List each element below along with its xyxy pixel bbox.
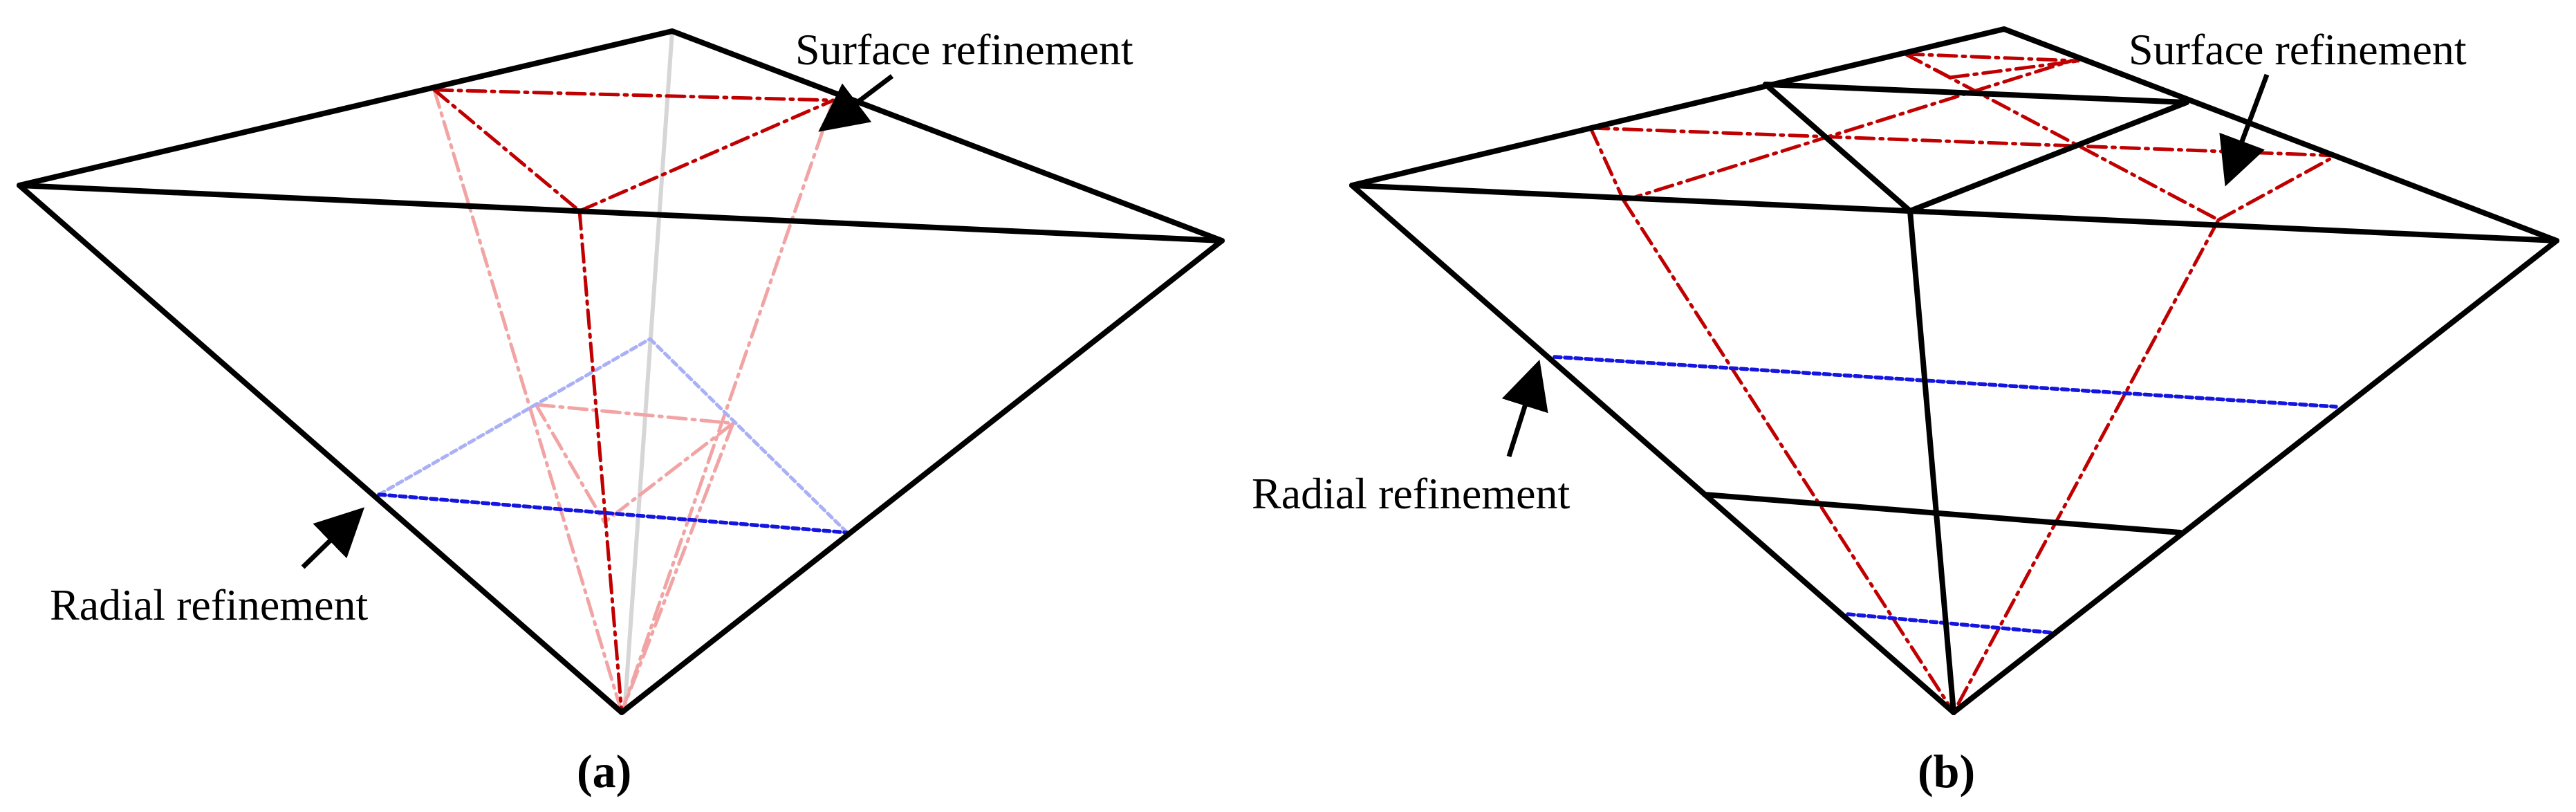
caption-b: (b) [1918,745,1975,797]
pyramid-frame [17,28,1225,715]
surface-refinement-lines [1588,52,2338,714]
surface-refinement-arrow [2219,73,2270,187]
surface-refinement-hidden-lines [432,88,835,714]
pyramid-frame [1349,26,2559,715]
radial-refinement-line [377,492,849,535]
panel-a: Surface refinement Radial refinement (a) [17,25,1225,797]
radial-refinement-lines [1553,355,2338,635]
radial-refinement-label: Radial refinement [1252,469,1570,518]
panel-b: Surface refinement Radial refinement (b) [1252,25,2559,797]
radial-refinement-hidden-lines [377,337,849,535]
hidden-back-edge [622,29,674,714]
radial-refinement-arrow [301,507,365,569]
radial-refinement-arrow [1501,359,1548,458]
surface-refinement-arrow [818,74,894,132]
surface-refinement-lines [432,88,835,714]
surface-refinement-label: Surface refinement [795,25,1133,74]
caption-a: (a) [577,745,631,797]
radial-refinement-label: Radial refinement [50,580,368,629]
surface-refinement-label: Surface refinement [2129,25,2467,74]
